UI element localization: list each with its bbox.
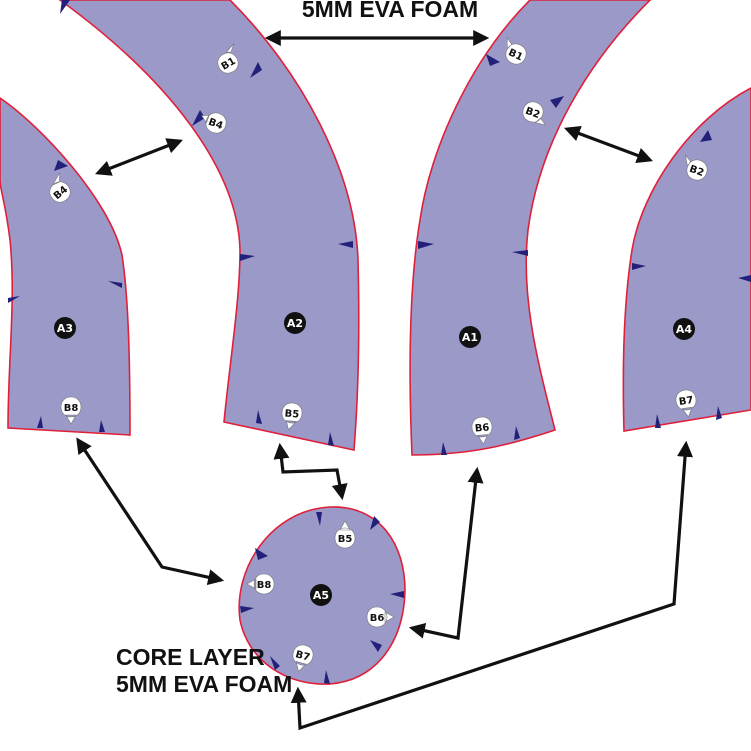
- arrow-b2-link: [564, 125, 653, 164]
- svg-text:B2: B2: [688, 164, 706, 179]
- notch: [99, 420, 105, 432]
- svg-text:B2: B2: [524, 106, 542, 121]
- svg-text:B6: B6: [474, 422, 490, 434]
- svg-text:A2: A2: [287, 317, 303, 330]
- notch: [37, 416, 43, 428]
- marker-b4-a2: B4: [201, 112, 227, 134]
- marker-b4-a3: B4: [49, 172, 71, 203]
- notch: [632, 263, 646, 270]
- marker-b2-a1: B2: [522, 101, 546, 126]
- notch: [60, 0, 70, 14]
- piece-label-a5: A5: [310, 584, 332, 606]
- arrow-b5-link: [273, 442, 348, 501]
- svg-text:B5: B5: [338, 534, 353, 545]
- notch: [255, 548, 268, 560]
- piece-label-a1: A1: [459, 326, 481, 348]
- svg-text:A4: A4: [676, 323, 693, 336]
- arrow-b6-link: [408, 466, 484, 640]
- notch: [512, 250, 528, 256]
- notch: [418, 241, 434, 249]
- svg-text:B7: B7: [678, 395, 694, 408]
- marker-b1-a1: B1: [505, 36, 527, 65]
- marker-b5-a2: B5: [281, 402, 303, 431]
- svg-text:B5: B5: [284, 408, 300, 420]
- marker-b8-a5: B8: [246, 573, 275, 595]
- svg-text:B4: B4: [207, 117, 225, 132]
- notch: [270, 656, 280, 670]
- piece-a3: [0, 97, 131, 436]
- marker-b6-a1: B6: [471, 416, 493, 445]
- notch: [550, 96, 564, 108]
- notch: [716, 406, 722, 420]
- marker-b7-a4: B7: [675, 389, 697, 418]
- svg-text:A1: A1: [462, 331, 478, 344]
- notch: [240, 606, 254, 613]
- svg-text:A5: A5: [313, 589, 329, 602]
- notch: [240, 254, 255, 261]
- notch: [655, 414, 661, 428]
- notch: [8, 296, 20, 303]
- notch: [108, 281, 122, 288]
- svg-text:B8: B8: [64, 403, 79, 414]
- notch: [338, 241, 353, 248]
- piece-label-a2: A2: [284, 312, 306, 334]
- piece-a4: [622, 87, 751, 432]
- svg-text:A3: A3: [57, 322, 73, 335]
- arrow-b7-link: [290, 440, 694, 731]
- notch: [192, 110, 205, 126]
- top-caption: 5MM EVA FOAM: [302, 0, 478, 22]
- notch: [738, 275, 751, 282]
- notch: [54, 160, 68, 171]
- piece-label-a4: A4: [673, 318, 695, 340]
- svg-text:B6: B6: [370, 613, 385, 624]
- marker-b8-a3: B8: [60, 396, 82, 425]
- svg-text:B8: B8: [257, 580, 272, 591]
- piece-a1: [409, 0, 652, 456]
- notch: [256, 410, 262, 424]
- marker-b2-a4: B2: [684, 154, 708, 181]
- core-caption-line1: CORE LAYER: [116, 644, 265, 670]
- notch: [514, 426, 520, 440]
- piece-label-a3: A3: [54, 317, 76, 339]
- notch: [486, 54, 500, 66]
- arrow-b8-link: [76, 437, 225, 586]
- core-caption-line2: 5MM EVA FOAM: [116, 671, 292, 697]
- marker-b1-a2: B1: [217, 43, 239, 74]
- notch: [250, 62, 262, 78]
- notch: [700, 130, 712, 142]
- arrow-b4-link: [95, 138, 183, 176]
- piece-a2: [58, 0, 360, 451]
